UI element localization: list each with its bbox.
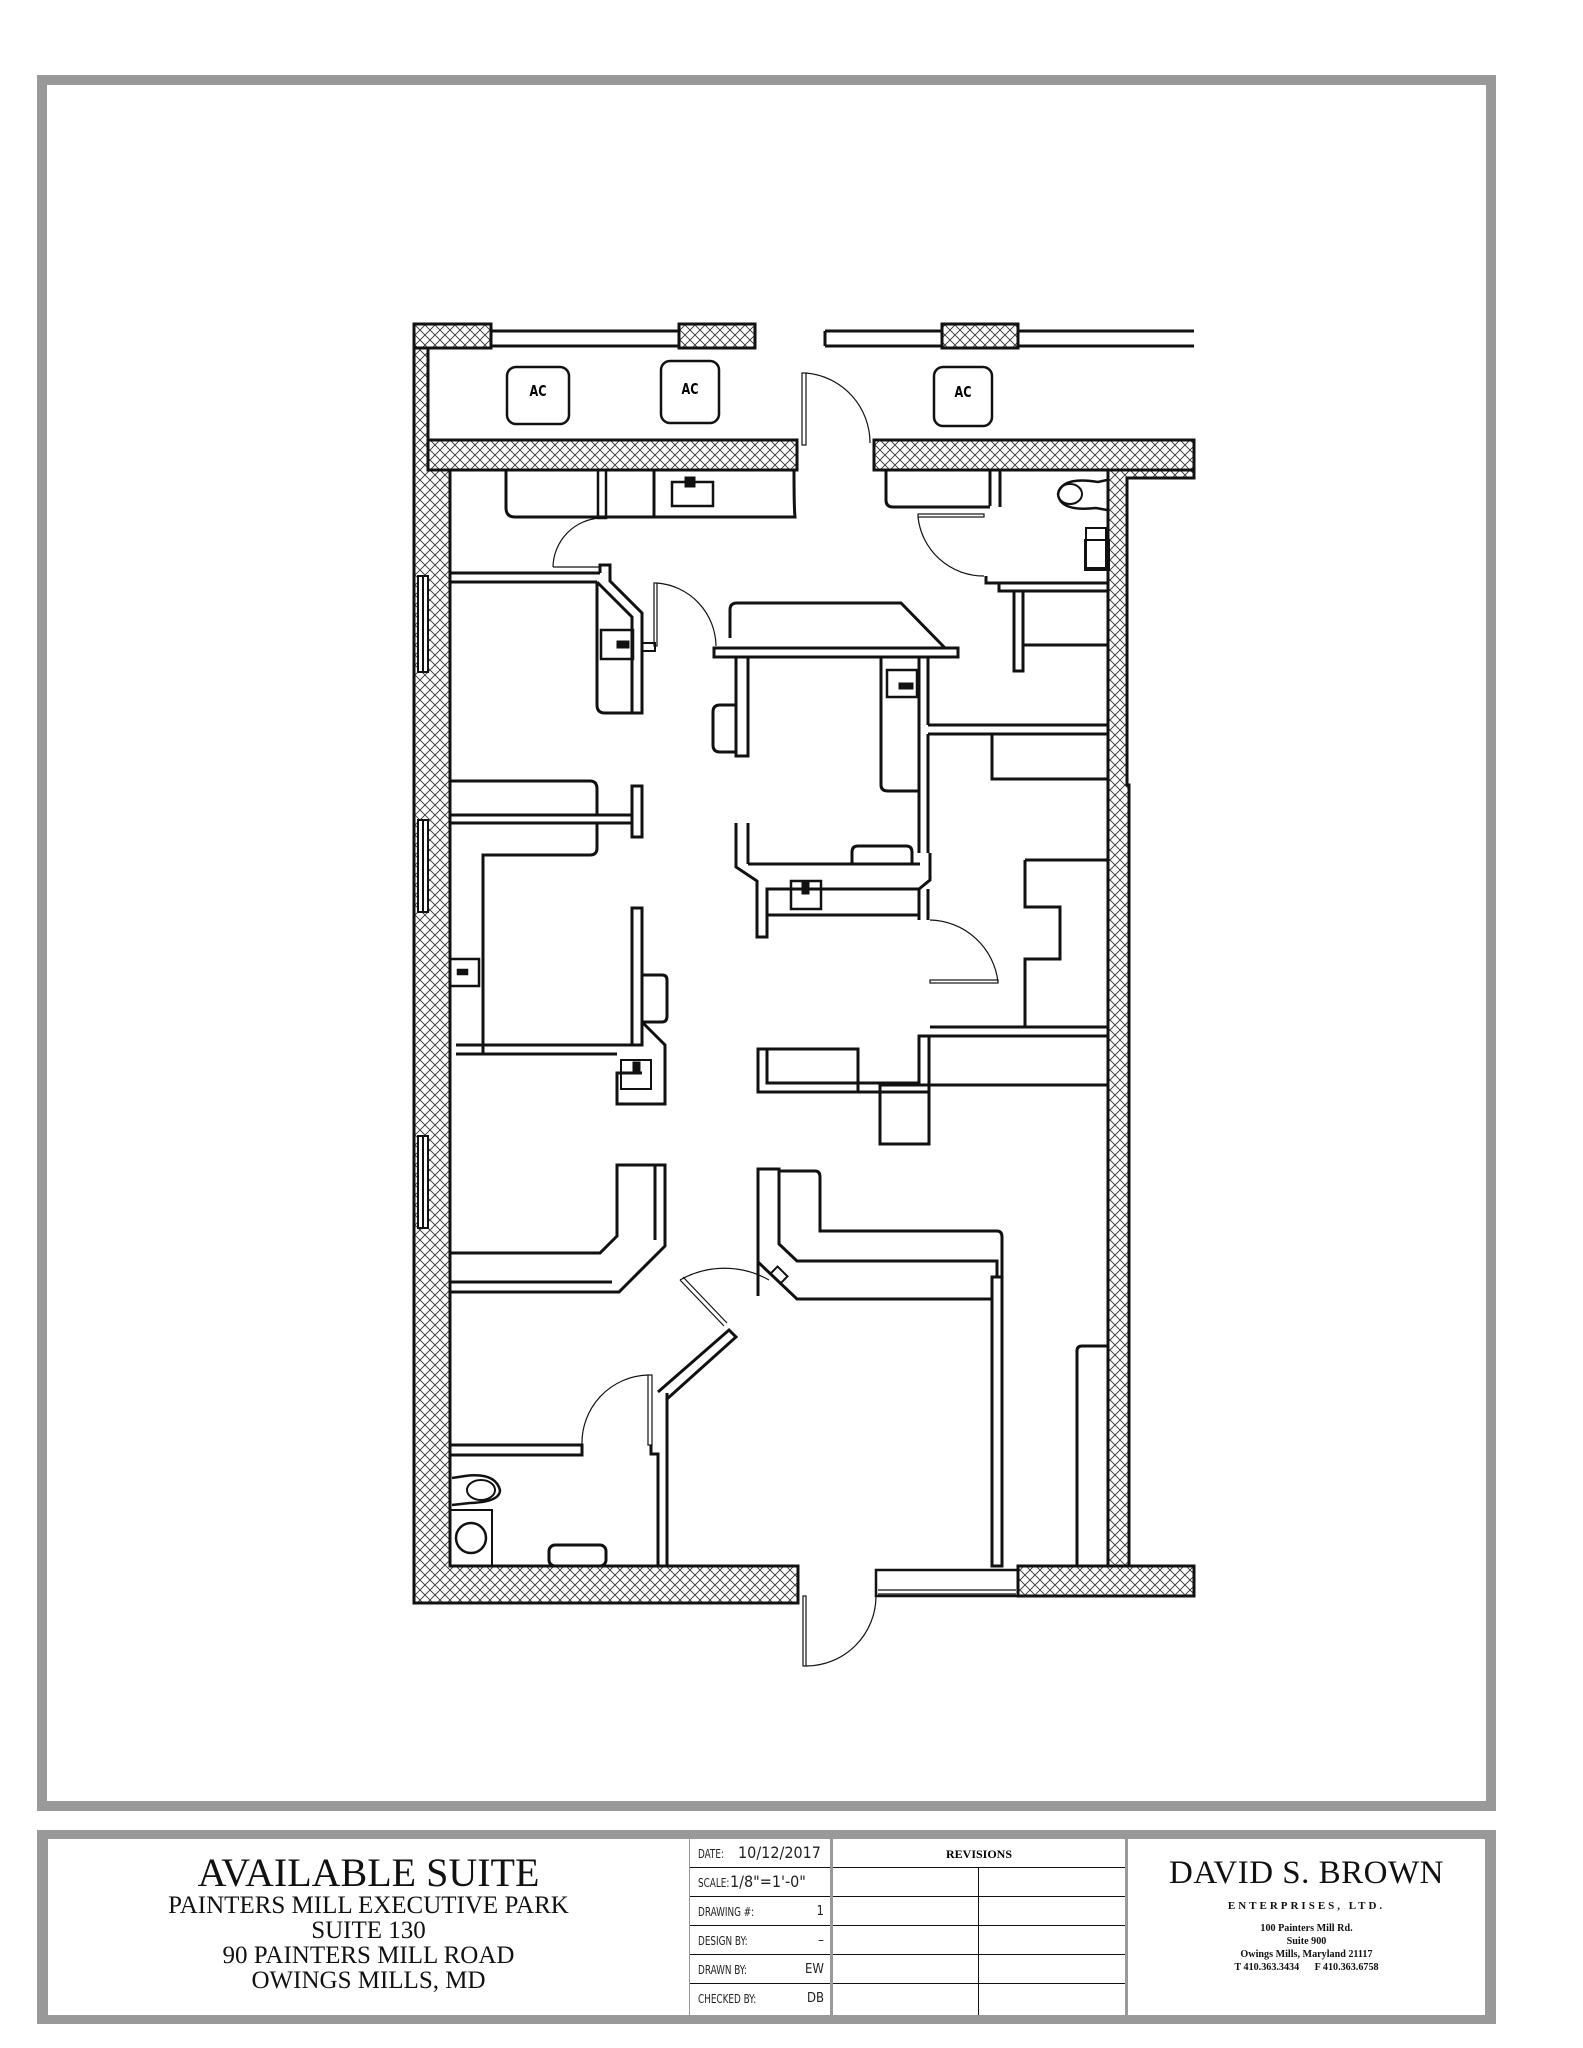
room-right-middle	[917, 723, 1107, 1087]
bathroom-top-right	[884, 470, 1110, 673]
lab-lower	[734, 823, 932, 939]
window-left-3	[417, 1135, 429, 1229]
ac-label-2: AC	[681, 380, 699, 398]
drawing-info-table: DATE: 10/12/2017 SCALE: 1/8"=1'-0" DRAWI…	[690, 1839, 830, 2015]
counter-top-left	[504, 468, 797, 520]
lab-station	[711, 601, 1107, 853]
revision-row	[833, 1984, 1125, 2015]
info-row-design-by: DESIGN BY: –	[690, 1926, 830, 1955]
design-by-value: –	[818, 1933, 824, 1948]
door-bathroom-top-right	[917, 513, 985, 577]
door-right-room	[929, 919, 999, 984]
info-row-drawn-by: DRAWN BY: EW	[690, 1955, 830, 1984]
title-block: AVAILABLE SUITE PAINTERS MILL EXECUTIVE …	[37, 1830, 1496, 2024]
ac-label-1: AC	[529, 382, 547, 400]
bathroom-lower-left	[449, 1327, 739, 1568]
right-exterior-wall	[1106, 468, 1196, 1568]
project-suite: SUITE 130	[311, 1917, 426, 1944]
sink-exam-2	[448, 957, 481, 988]
exam-room-2	[456, 906, 669, 1106]
revision-cell	[833, 1926, 979, 1954]
storage-counter	[756, 1049, 931, 1094]
revision-row	[833, 1897, 1125, 1926]
scale-value: 1/8"=1'-0"	[730, 1872, 806, 1891]
left-exterior-wall	[412, 324, 800, 1605]
revision-row	[833, 1926, 1125, 1955]
revision-cell	[833, 1868, 979, 1896]
ac-unit-1	[505, 365, 571, 426]
door-exam-2	[653, 582, 717, 647]
toilet-top-right	[1056, 478, 1108, 512]
project-info-panel: AVAILABLE SUITE PAINTERS MILL EXECUTIVE …	[48, 1839, 689, 2015]
revision-row	[833, 1955, 1125, 1984]
office-lower-counter	[756, 1167, 1004, 1568]
exam-room-3-counter	[450, 1163, 667, 1294]
ac-unit-3	[932, 365, 994, 428]
info-row-date: DATE: 10/12/2017	[690, 1839, 830, 1868]
project-street: 90 PAINTERS MILL ROAD	[222, 1942, 515, 1969]
revision-cell	[833, 1955, 979, 1983]
company-fax: F 410.363.6758	[1314, 1961, 1379, 1973]
info-row-scale: SCALE: 1/8"=1'-0"	[690, 1868, 830, 1897]
company-name: DAVID S. BROWN	[1169, 1855, 1444, 1891]
company-subtitle: ENTERPRISES, LTD.	[1227, 1900, 1386, 1912]
storage-box-center	[756, 1047, 931, 1146]
company-panel: DAVID S. BROWN ENTERPRISES, LTD. 100 Pai…	[1128, 1839, 1485, 2015]
ac-label-3: AC	[954, 383, 972, 401]
closet-right-lower	[1075, 1344, 1108, 1566]
revision-row	[833, 1868, 1125, 1897]
exam-room-1	[450, 563, 656, 715]
info-row-checked-by: CHECKED BY: DB	[698, 1991, 824, 2006]
drawing-sheet-frame	[37, 75, 1496, 1811]
revision-cell	[833, 1897, 979, 1925]
revisions-table: REVISIONS	[833, 1839, 1125, 2015]
drawing-number-value: 1	[816, 1904, 824, 1919]
ac-unit-2	[659, 359, 721, 425]
project-title: AVAILABLE SUITE	[197, 1850, 540, 1895]
checked-by-value: DB	[806, 1991, 824, 2006]
entry-door-bottom	[802, 1568, 1020, 1667]
window-left-2	[417, 819, 429, 913]
floor-plan	[412, 322, 1196, 1667]
info-row-drawing-number: DRAWING #: 1	[690, 1897, 830, 1926]
drawn-by-value: EW	[805, 1962, 824, 1977]
window-left-1	[417, 575, 429, 673]
top-exterior-wall	[412, 322, 1194, 350]
entry-door-top	[801, 372, 871, 446]
date-value: 10/12/2017	[738, 1843, 821, 1862]
door-bathroom-lower-left	[581, 1374, 653, 1446]
project-park: PAINTERS MILL EXECUTIVE PARK	[168, 1892, 569, 1919]
company-phone: T 410.363.3434	[1234, 1961, 1300, 1973]
company-address: 100 Painters Mill Rd. Suite 900 Owings M…	[1234, 1922, 1379, 1973]
project-city: OWINGS MILLS, MD	[251, 1967, 486, 1994]
revisions-heading: REVISIONS	[833, 1839, 1125, 1868]
partition-exam-1-2	[450, 779, 644, 1045]
door-exam-1	[552, 517, 601, 568]
bottom-wall-right	[1016, 1564, 1196, 1598]
door-exam-3-diagonal	[679, 1267, 770, 1327]
revision-cell	[833, 1984, 979, 2015]
toilet-lower-left	[451, 1474, 502, 1507]
